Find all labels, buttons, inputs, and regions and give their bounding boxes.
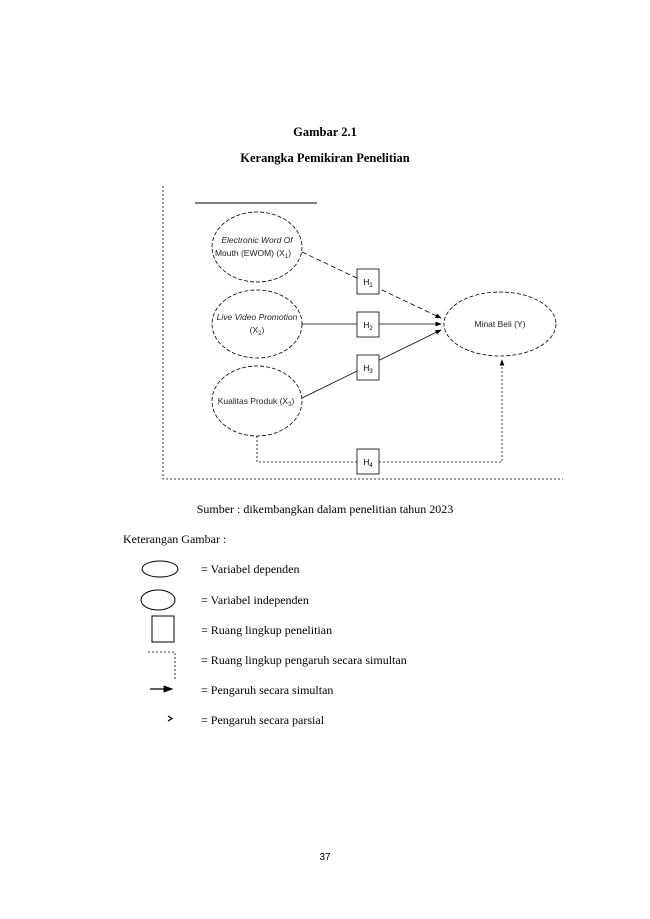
x1-label-line2: Mouth (EWOM) (X1) (215, 248, 291, 260)
y-ellipse (443, 291, 557, 357)
h3-label: H3 (363, 363, 373, 375)
x3-label: Kualitas Produk (X3) (218, 396, 295, 408)
legend-item-simultaneous-scope: = Ruang lingkup pengaruh secara simultan (201, 653, 407, 667)
arrow-simultaneous-y (256, 359, 505, 463)
h2-box (356, 311, 380, 338)
x2-label-line1: Live Video Promotion (217, 312, 298, 322)
y-label: Minat Beli (Y) (474, 319, 525, 329)
legend-simultaneous-scope-icon (148, 651, 176, 679)
h2-label: H2 (363, 320, 373, 332)
x1-label-line1: Electronic Word Of (221, 235, 294, 245)
h1-box (356, 268, 380, 295)
x1-ellipse (211, 211, 303, 283)
h4-label: H4 (363, 457, 373, 469)
h1-label: H1 (363, 277, 373, 289)
legend-item-dependent: = Variabel dependen (201, 562, 300, 576)
figure-title: Gambar 2.1 (293, 125, 357, 139)
legend-item-partial: = Pengaruh secara parsial (201, 713, 325, 727)
legend-title: Keterangan Gambar : (123, 532, 227, 546)
figure-source: Sumber : dikembangkan dalam penelitian t… (196, 502, 454, 516)
x2-label-line2: (X2) (250, 325, 265, 337)
legend-dependent-icon (141, 560, 179, 578)
legend-item-scope: = Ruang lingkup penelitian (201, 623, 333, 637)
x2-ellipse (211, 289, 303, 359)
legend-independent-icon (140, 589, 176, 611)
legend-scope-box-icon (151, 615, 175, 643)
page-number: 37 (319, 852, 331, 863)
h3-box (356, 354, 380, 381)
legend-item-independent: = Variabel independen (201, 593, 309, 607)
legend-item-simultaneous: = Pengaruh secara simultan (201, 683, 334, 697)
h4-box (356, 448, 380, 475)
legend-partial-arrow-icon (167, 715, 174, 722)
simultaneous-scope-boundary (162, 186, 563, 480)
figure-subtitle: Kerangka Pemikiran Penelitian (240, 151, 410, 165)
